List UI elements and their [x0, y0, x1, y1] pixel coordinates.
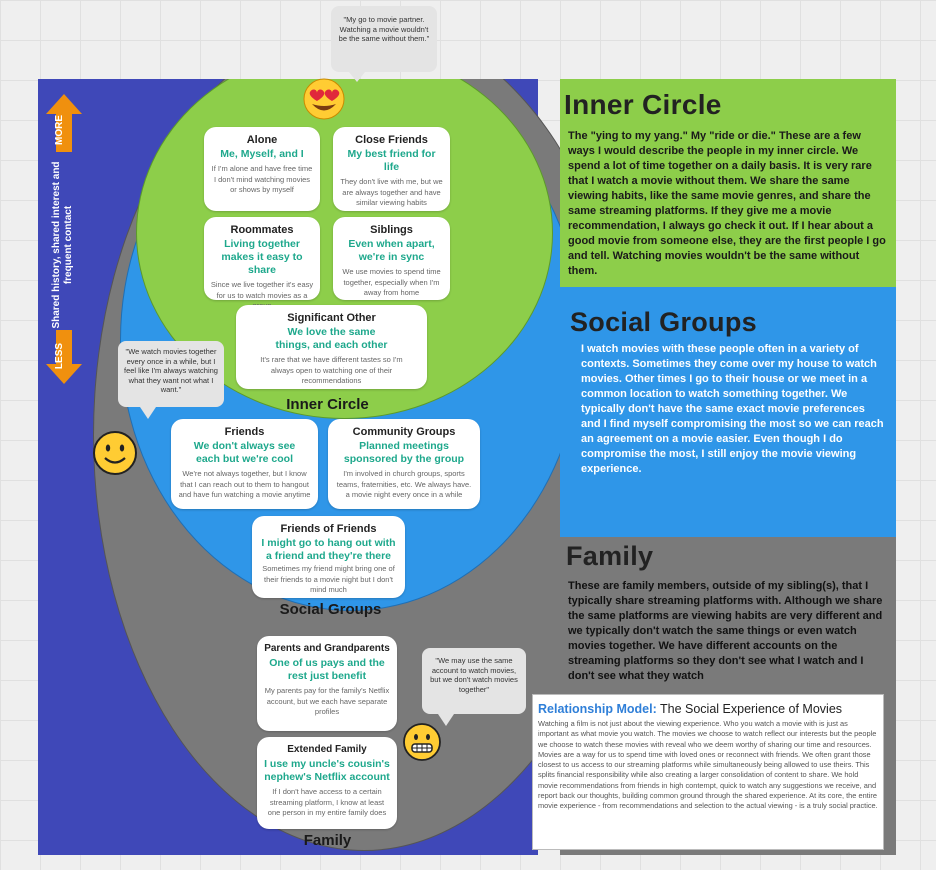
card-title: Roommates — [230, 224, 294, 236]
grimacing-emoji-icon — [403, 723, 441, 761]
card-title: Significant Other — [287, 312, 376, 324]
card-subtitle: Living together makes it easy to share — [221, 238, 303, 276]
family-description: These are family members, outside of my … — [568, 580, 883, 682]
card-community-groups: Community Groups Planned meetings sponso… — [328, 419, 480, 509]
card-friends-of-friends: Friends of Friends I might go to hang ou… — [252, 516, 405, 598]
model-title-highlight: Relationship Model: — [538, 702, 657, 716]
quote-bubble-family: "We may use the same account to watch mo… — [422, 648, 526, 726]
relationship-model-body: Watching a film is not just about the vi… — [538, 719, 878, 811]
card-subtitle: One of us pays and the rest just benefit — [269, 657, 385, 682]
inner-circle-heading: Inner Circle — [564, 89, 722, 120]
card-title: Friends — [224, 426, 265, 438]
card-friends: Friends We don't always see each but we'… — [171, 419, 318, 509]
axis-arrow — [46, 94, 82, 384]
card-subtitle: I might go to hang out with a friend and… — [261, 537, 396, 562]
card-title: Friends of Friends — [280, 523, 377, 535]
card-title: Community Groups — [352, 426, 456, 438]
axis-more-label: MORE — [54, 115, 65, 145]
card-title: Alone — [246, 134, 278, 146]
social-groups-description: I watch movies with these people often i… — [581, 343, 884, 475]
card-description: My parents pay for the family's Netflix … — [264, 686, 390, 716]
card-subtitle: Me, Myself, and I — [220, 148, 304, 160]
relationship-model-box: Relationship Model: The Social Experienc… — [532, 694, 884, 850]
card-description: We're not always together, but I know th… — [178, 469, 311, 499]
card-title: Extended Family — [287, 744, 367, 755]
card-subtitle: Planned meetings sponsored by the group — [343, 440, 465, 465]
inner-circle-panel: Inner Circle The "ying to my yang." My "… — [560, 79, 896, 287]
card-subtitle: I use my uncle's cousin's nephew's Netfl… — [264, 758, 390, 783]
bubble-tail — [438, 714, 454, 726]
card-description: Sometimes my friend might bring one of t… — [262, 564, 395, 594]
down-arrow-icon — [46, 330, 82, 384]
model-title-rest: The Social Experience of Movies — [656, 702, 843, 716]
card-description: If I don't have access to a certain stre… — [267, 787, 387, 817]
quote-bubble-social: "We watch movies together every once in … — [118, 341, 224, 419]
quote-text: "My go to movie partner. Watching a movi… — [338, 15, 430, 43]
inner-circle-label: Inner Circle — [286, 396, 369, 413]
card-close-friends: Close Friends My best friend for life Th… — [333, 127, 450, 211]
relationship-model-title: Relationship Model: The Social Experienc… — [538, 701, 878, 717]
smiling-emoji-icon — [93, 431, 137, 475]
card-subtitle: My best friend for life — [347, 148, 436, 173]
card-roommates: Roommates Living together makes it easy … — [204, 217, 320, 310]
card-description: It's rare that we have different tastes … — [260, 355, 403, 385]
card-subtitle: We don't always see each but we're cool — [193, 440, 296, 465]
card-extended-family: Extended Family I use my uncle's cousin'… — [257, 737, 397, 829]
bubble-tail — [349, 72, 365, 82]
card-description: I'm involved in church groups, sports te… — [336, 469, 472, 499]
card-parents-grandparents: Parents and Grandparents One of us pays … — [257, 636, 397, 731]
social-groups-panel: Social Groups I watch movies with these … — [560, 287, 896, 537]
axis-label: Shared history, shared interest and freq… — [51, 161, 74, 329]
social-groups-label: Social Groups — [279, 601, 382, 618]
card-description: They don't live with me, but we are alwa… — [340, 177, 443, 207]
family-heading: Family — [566, 541, 654, 571]
card-title: Siblings — [370, 224, 413, 236]
quote-bubble-inner: "My go to movie partner. Watching a movi… — [331, 6, 437, 82]
family-label: Family — [303, 832, 352, 849]
card-subtitle: Even when apart, we're in sync — [348, 238, 435, 263]
bubble-tail — [140, 407, 156, 419]
inner-circle-description: The "ying to my yang." My "ride or die."… — [568, 130, 886, 277]
social-groups-heading: Social Groups — [570, 307, 757, 337]
card-description: If I'm alone and have free time I don't … — [211, 164, 313, 194]
heart-eyes-emoji-icon — [303, 78, 345, 120]
card-significant-other: Significant Other We love the same thing… — [236, 305, 427, 389]
card-siblings: Siblings Even when apart, we're in sync … — [333, 217, 450, 300]
quote-text: "We watch movies together every once in … — [124, 347, 218, 394]
quote-text: "We may use the same account to watch mo… — [430, 656, 518, 694]
up-arrow-icon — [46, 94, 82, 152]
card-description: We use movies to spend time together, es… — [342, 267, 441, 297]
card-subtitle: We love the same things, and each other — [275, 326, 388, 351]
card-title: Close Friends — [355, 134, 428, 146]
card-alone: Alone Me, Myself, and I If I'm alone and… — [204, 127, 320, 211]
card-title: Parents and Grandparents — [264, 643, 390, 654]
axis-less-label: LESS — [54, 342, 65, 370]
